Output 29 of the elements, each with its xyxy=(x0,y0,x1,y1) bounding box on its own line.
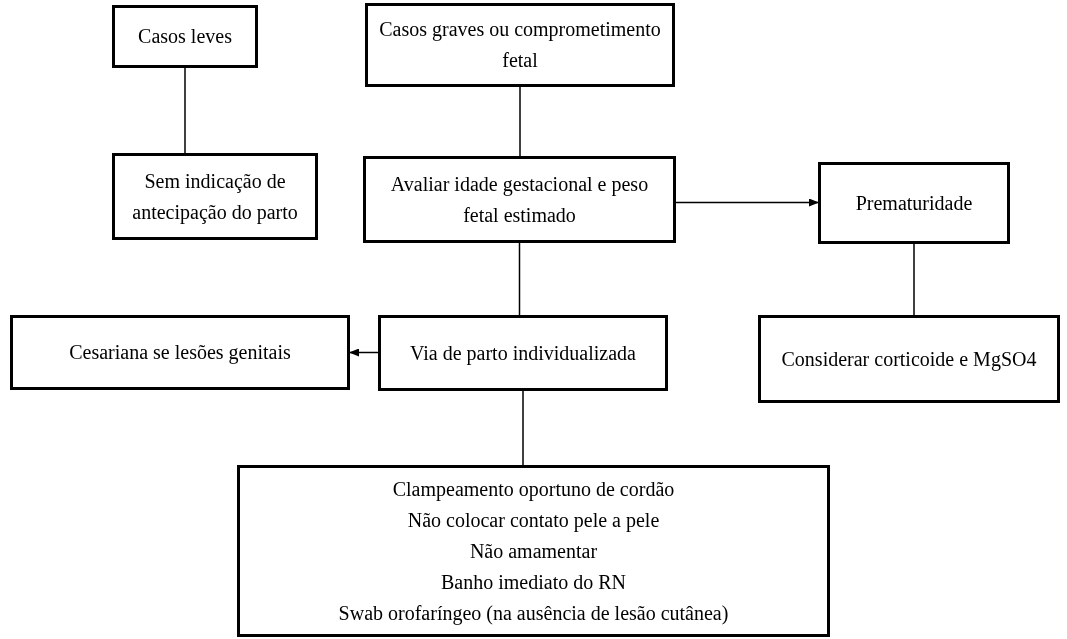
node-text: Não colocar contato pele a pele xyxy=(407,507,660,534)
arrow xyxy=(675,198,819,207)
node-text: Sem indicação de antecipação do parto xyxy=(131,168,299,226)
process-box xyxy=(818,162,1010,244)
node-text: Clampeamento oportuno de cordão xyxy=(392,476,675,503)
connector-line xyxy=(184,67,186,154)
node-text: Banho imediato do RN xyxy=(441,569,626,595)
process-box xyxy=(378,315,668,391)
connector-line xyxy=(518,242,521,316)
node-text: Avaliar idade gestacional e peso fetal estimado xyxy=(389,171,650,228)
process-box xyxy=(365,3,675,87)
process-box xyxy=(758,315,1060,403)
node-text: Casos graves ou comprometimento fetal xyxy=(378,17,662,73)
process-box xyxy=(112,5,258,68)
node-text: Via de parto individualizada xyxy=(410,340,636,367)
connector-line xyxy=(913,243,915,316)
node-text: Considerar corticoide e MgSO4 xyxy=(781,346,1037,373)
arrow xyxy=(349,348,379,357)
node-text: Swab orofaríngeo (na ausência de lesão cutânea) xyxy=(338,600,729,627)
process-box xyxy=(237,465,830,637)
process-box xyxy=(10,315,350,390)
process-box xyxy=(112,153,318,240)
connector-line xyxy=(522,390,524,466)
node-text: Cesariana se lesões genitais xyxy=(69,340,291,366)
process-box xyxy=(363,156,676,243)
node-text: Não amamentar xyxy=(469,538,598,564)
node-text: Prematuridade xyxy=(855,190,973,216)
node-text: Casos leves xyxy=(138,24,232,49)
connector-line xyxy=(519,86,521,157)
